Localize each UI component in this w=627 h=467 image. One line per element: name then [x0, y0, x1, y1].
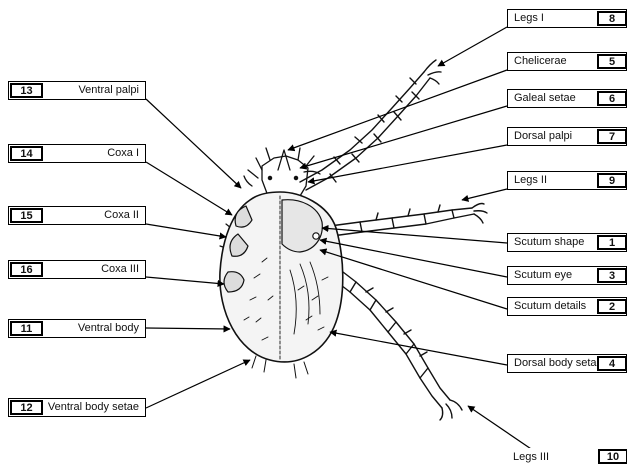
label-chelicerae: Chelicerae 5 [507, 52, 627, 71]
label-scutum-shape: Scutum shape 1 [507, 233, 627, 252]
label-coxa-1: 14 Coxa I [8, 144, 146, 163]
label-number: 12 [10, 400, 43, 415]
label-text: Coxa III [101, 263, 139, 275]
label-dorsal-palpi: Dorsal palpi 7 [507, 127, 627, 146]
label-text: Legs I [514, 12, 544, 24]
label-number: 13 [10, 83, 43, 98]
label-galeal-setae: Galeal setae 6 [507, 89, 627, 108]
label-number: 6 [597, 91, 627, 106]
label-text: Coxa II [104, 209, 139, 221]
label-ventral-palpi: 13 Ventral palpi [8, 81, 146, 100]
label-text: Galeal setae [514, 92, 576, 104]
label-number: 15 [10, 208, 43, 223]
label-number: 10 [598, 449, 627, 464]
label-coxa-3: 16 Coxa III [8, 260, 146, 279]
label-number: 9 [597, 173, 627, 188]
label-text: Legs III [513, 451, 549, 463]
label-legs-3: Legs III 10 [507, 448, 627, 467]
label-number: 11 [10, 321, 43, 336]
label-coxa-2: 15 Coxa II [8, 206, 146, 225]
label-text: Legs II [514, 174, 547, 186]
label-ventral-body-setae: 12 Ventral body setae [8, 398, 146, 417]
label-dorsal-body-setae: Dorsal body setae 4 [507, 354, 627, 373]
label-ventral-body: 11 Ventral body [8, 319, 146, 338]
label-number: 5 [597, 54, 627, 69]
label-number: 7 [597, 129, 627, 144]
label-text: Scutum shape [514, 236, 584, 248]
leg-3 [324, 262, 462, 420]
label-number: 16 [10, 262, 43, 277]
label-legs-1: Legs I 8 [507, 9, 627, 28]
label-scutum-details: Scutum details 2 [507, 297, 627, 316]
label-text: Chelicerae [514, 55, 567, 67]
label-text: Ventral body setae [48, 401, 139, 413]
label-text: Ventral body [78, 322, 139, 334]
label-number: 8 [597, 11, 627, 26]
label-number: 14 [10, 146, 43, 161]
label-scutum-eye: Scutum eye 3 [507, 266, 627, 285]
label-number: 4 [597, 356, 627, 371]
label-number: 3 [597, 268, 627, 283]
label-text: Dorsal body setae [514, 357, 603, 369]
body [220, 192, 343, 378]
mite-illustration [220, 60, 487, 420]
label-text: Dorsal palpi [514, 130, 572, 142]
label-number: 1 [597, 235, 627, 250]
label-number: 2 [597, 299, 627, 314]
label-text: Coxa I [107, 147, 139, 159]
leader-lines [146, 27, 540, 455]
label-text: Scutum eye [514, 269, 572, 281]
label-text: Scutum details [514, 300, 586, 312]
label-legs-2: Legs II 9 [507, 171, 627, 190]
label-text: Ventral palpi [78, 84, 139, 96]
